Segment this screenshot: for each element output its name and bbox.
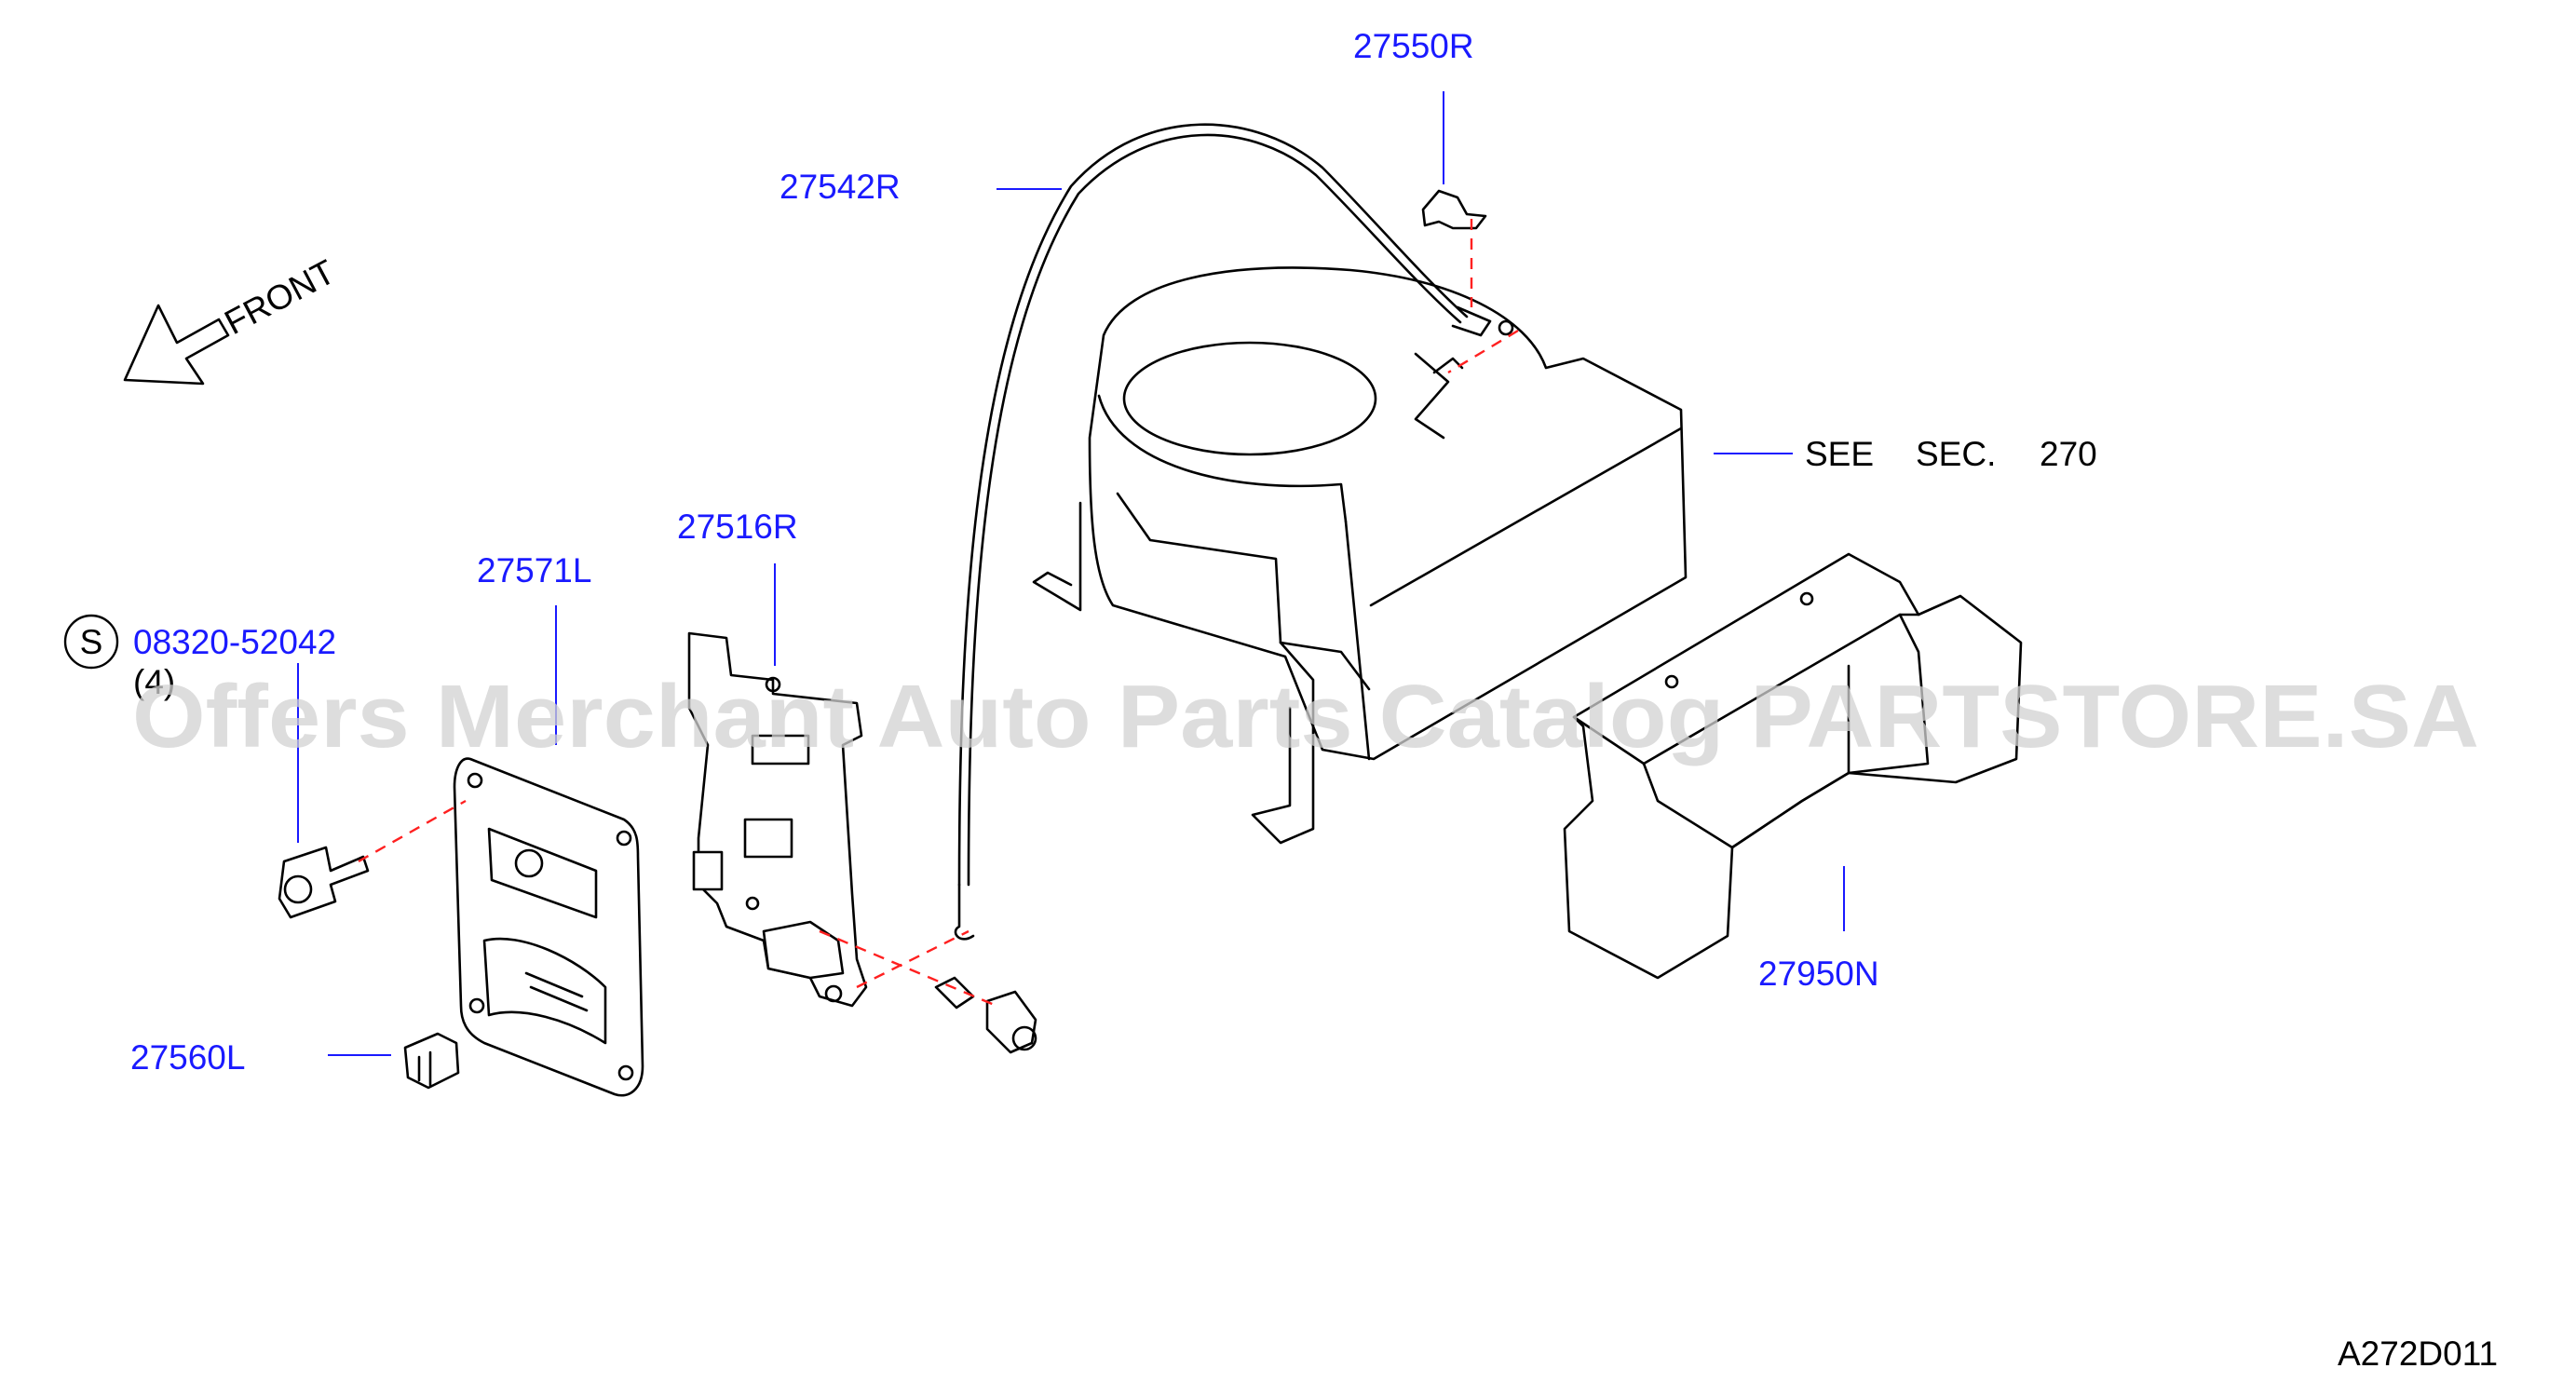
duct-drawing [1563,552,2023,980]
control-panel-drawing [453,757,644,1097]
part-label-27560L[interactable]: 27560L [130,1038,245,1077]
bracket-drawing [687,631,868,1008]
part-label-27950N[interactable]: 27950N [1758,955,1879,993]
bolt-quantity: (4) [133,663,175,701]
watermark: Offers Merchant Auto Parts Catalog PARTS… [132,667,2479,766]
part-label-27550R[interactable]: 27550R [1353,27,1474,65]
standard-part-marker-label: S [80,623,103,661]
sec-text: SEC. [1916,435,1996,473]
cable-drawing [954,123,1514,941]
heater-unit-drawing [1032,266,1688,845]
leader-lines [297,91,1845,1056]
part-label-08320-52042[interactable]: 08320-52042 [133,623,336,661]
section-number[interactable]: 270 [2040,435,2097,473]
knob-drawing [403,1032,460,1090]
part-label-27571L[interactable]: 27571L [477,551,591,589]
fittings-drawing [934,976,1037,1054]
assembly-lines [358,219,1519,1008]
part-label-27542R[interactable]: 27542R [780,168,901,206]
clip-drawing [1421,189,1487,230]
standard-part-marker: S [63,614,119,670]
bolt-drawing [278,846,370,919]
part-label-27516R[interactable]: 27516R [677,508,798,546]
see-section-reference[interactable]: SEE SEC. 270 [1805,435,2097,473]
diagram-code: A272D011 [2338,1335,2498,1373]
front-direction-arrow: FRONT [123,252,342,386]
front-label: FRONT [219,252,342,342]
see-text: SEE [1805,435,1874,473]
